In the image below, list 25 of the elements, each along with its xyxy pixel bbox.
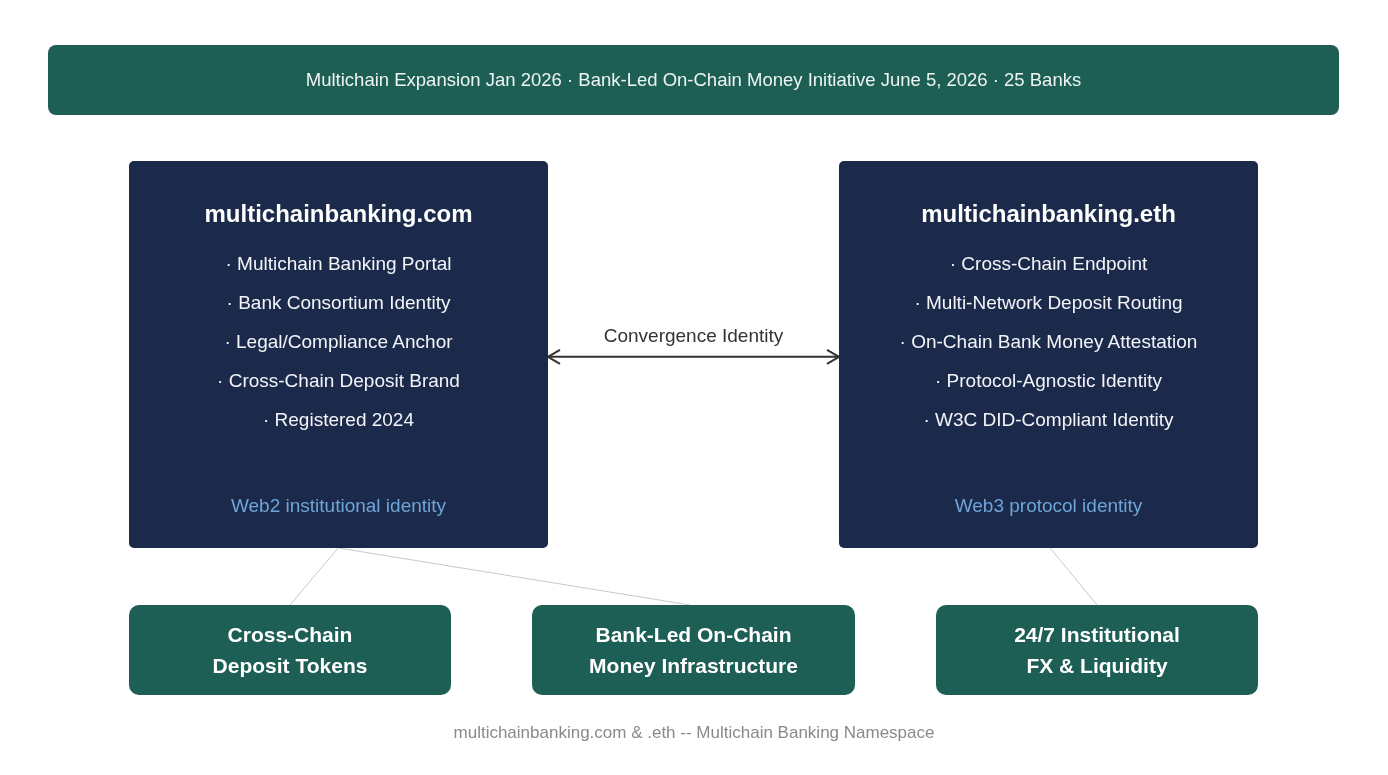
bullet-item: · Multi-Network Deposit Routing: [914, 291, 1183, 315]
bullet-item: · Cross-Chain Deposit Brand: [217, 369, 460, 393]
connector-line: [289, 547, 339, 606]
bullet-item: · W3C DID-Compliant Identity: [923, 408, 1174, 432]
card-heading: multichainbanking.eth: [921, 199, 1176, 229]
bullet-item: · Cross-Chain Endpoint: [949, 252, 1148, 276]
bullet-item: · Protocol-Agnostic Identity: [934, 369, 1162, 393]
caption: multichainbanking.com & .eth -- Multichain Banking Namespace: [453, 722, 935, 744]
title-banner: Multichain Expansion Jan 2026 · Bank-Led On-Chain Money Initiative June 5, 2026 · 25 Banks: [48, 45, 1339, 115]
bullet-item: · Legal/Compliance Anchor: [224, 330, 453, 354]
feature-box: Bank-Led On-Chain Money Infrastructure: [532, 605, 855, 695]
arrow: [547, 348, 840, 365]
bullet-item: · On-Chain Bank Money Attestation: [899, 330, 1198, 354]
card-tagline: Web2 institutional identity: [230, 494, 447, 518]
bullet-item: · Registered 2024: [262, 408, 414, 432]
bullet-item: · Bank Consortium Identity: [226, 291, 451, 315]
identity-card: [839, 161, 1258, 548]
connector-line: [338, 547, 691, 606]
card-tagline: Web3 protocol identity: [954, 494, 1143, 518]
feature-box: 24/7 Institutional FX & Liquidity: [936, 605, 1258, 695]
connector-line: [1049, 547, 1098, 606]
identity-card: [129, 161, 548, 548]
card-heading: multichainbanking.com: [204, 199, 473, 229]
bullet-item: · Multichain Banking Portal: [225, 252, 452, 276]
feature-box: Cross-Chain Deposit Tokens: [129, 605, 451, 695]
